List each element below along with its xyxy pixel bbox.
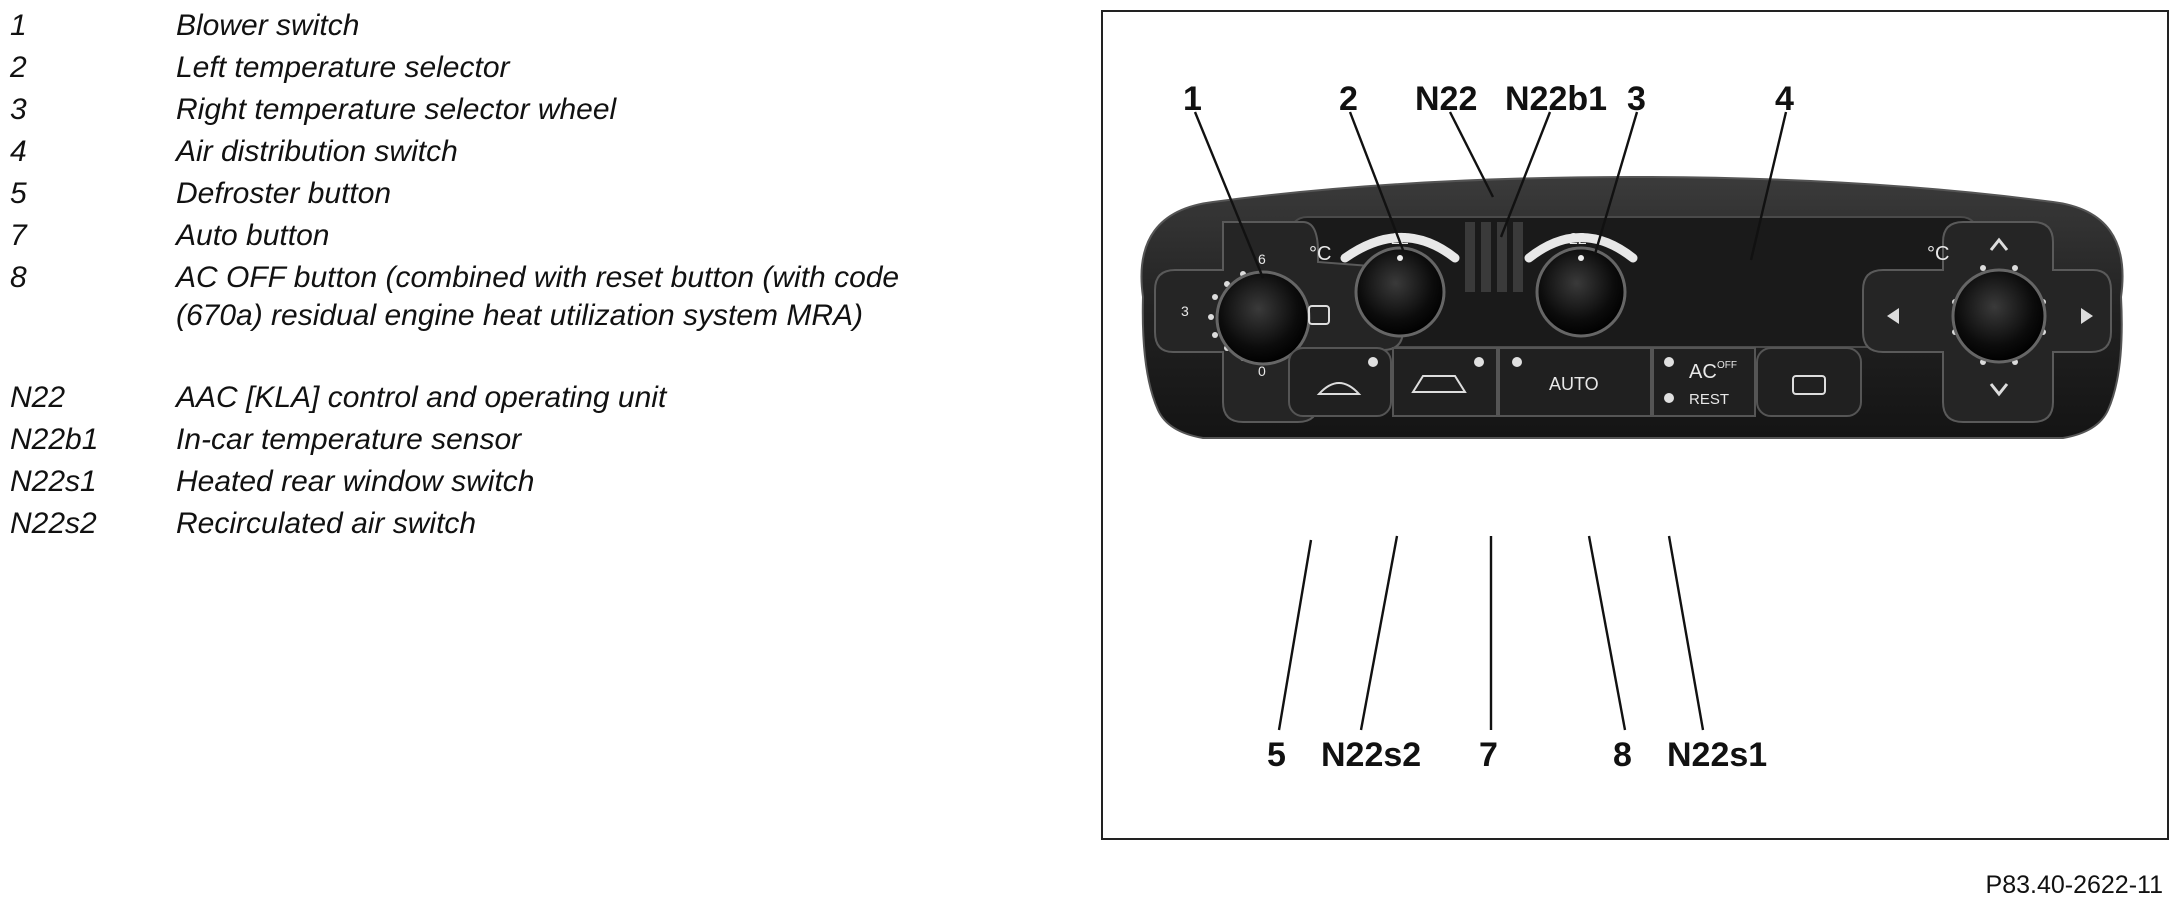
legend-key: 1 bbox=[10, 9, 27, 42]
right-temp-knob bbox=[1535, 246, 1627, 338]
legend-key: N22s2 bbox=[10, 507, 97, 540]
right-temp-value: 22 bbox=[1569, 231, 1587, 248]
blower-min-mark: 0 bbox=[1258, 363, 1266, 379]
auto-button bbox=[1498, 347, 1652, 417]
legend-desc: (670a) residual engine heat utilization … bbox=[176, 299, 863, 332]
legend-desc: In-car temperature sensor bbox=[176, 423, 522, 456]
vent-left-icon bbox=[1887, 308, 1899, 324]
legend-key: N22s1 bbox=[10, 465, 97, 498]
left-knob-marker bbox=[1397, 255, 1403, 261]
legend-desc: Recirculated air switch bbox=[176, 507, 477, 540]
legend-desc: Right temperature selector wheel bbox=[176, 93, 617, 126]
left-temp-unit: °C bbox=[1309, 243, 1331, 265]
legend-key: 7 bbox=[10, 219, 27, 252]
callout-5: 5 bbox=[1267, 736, 1286, 774]
in-car-temp-sensor-grille bbox=[1465, 222, 1523, 292]
callout-8: 8 bbox=[1613, 736, 1632, 774]
legend-key: 2 bbox=[10, 51, 27, 84]
defroster-button bbox=[1288, 347, 1392, 417]
recirculated-air-icon bbox=[1411, 375, 1467, 393]
callout-7: 7 bbox=[1479, 736, 1498, 774]
ac-button-label: AC bbox=[1689, 361, 1717, 383]
right-temp-arc bbox=[1524, 233, 1638, 263]
right-temp-unit: °C bbox=[1927, 243, 1949, 265]
blower-mid-mark: 3 bbox=[1181, 303, 1189, 319]
right-knob-marker bbox=[1578, 255, 1584, 261]
climate-panel-illustration: °C °C 22 22 6 3 0 bbox=[1140, 80, 2124, 774]
legend-desc: Blower switch bbox=[176, 9, 360, 42]
vent-down-icon bbox=[1989, 383, 2009, 397]
defroster-icon bbox=[1316, 382, 1362, 395]
legend-desc: AAC [KLA] control and operating unit bbox=[176, 381, 667, 414]
heated-rear-window-button bbox=[1756, 347, 1862, 417]
legend-desc: Auto button bbox=[176, 219, 330, 252]
vent-right-icon bbox=[2081, 308, 2093, 324]
legend-desc: Left temperature selector bbox=[176, 51, 510, 84]
auto-button-label: AUTO bbox=[1549, 374, 1599, 394]
callout-4: 4 bbox=[1775, 80, 1794, 118]
legend-key: 3 bbox=[10, 93, 27, 126]
rest-button-label: REST bbox=[1689, 391, 1729, 408]
figure-frame: °C °C 22 22 6 3 0 bbox=[1101, 10, 2169, 840]
callout-1: 1 bbox=[1183, 80, 1202, 118]
legend-key: 5 bbox=[10, 177, 27, 210]
legend-desc: Heated rear window switch bbox=[176, 465, 535, 498]
callout-2: 2 bbox=[1339, 80, 1358, 118]
callout-n22s1: N22s1 bbox=[1667, 736, 1767, 774]
figure-reference: P83.40-2622-11 bbox=[1985, 871, 2163, 899]
legend-key: N22b1 bbox=[10, 423, 99, 456]
callout-n22b1: N22b1 bbox=[1505, 80, 1607, 118]
rear-window-icon bbox=[1792, 375, 1826, 395]
vent-up-icon bbox=[1989, 237, 2009, 251]
left-temp-arc bbox=[1340, 233, 1460, 263]
legend-key: 8 bbox=[10, 261, 27, 294]
blower-max-mark: 6 bbox=[1258, 251, 1266, 267]
air-distribution-knob bbox=[1951, 268, 2047, 364]
recirc-fan-icon bbox=[1308, 305, 1330, 325]
callout-n22: N22 bbox=[1415, 80, 1477, 118]
left-temp-knob bbox=[1354, 246, 1446, 338]
legend-key: N22 bbox=[10, 381, 66, 414]
legend-desc: Defroster button bbox=[176, 177, 392, 210]
ac-button-sup: OFF bbox=[1717, 360, 1737, 371]
button-indicator-leds bbox=[1368, 357, 1674, 403]
button-row bbox=[1288, 347, 1862, 417]
callout-3: 3 bbox=[1627, 80, 1646, 118]
leader-lines bbox=[1193, 111, 1788, 731]
legend-desc: AC OFF button (combined with reset butto… bbox=[176, 261, 900, 294]
callout-n22s2: N22s2 bbox=[1321, 736, 1421, 774]
legend-key: 4 bbox=[10, 135, 27, 168]
legend-desc: Air distribution switch bbox=[176, 135, 458, 168]
